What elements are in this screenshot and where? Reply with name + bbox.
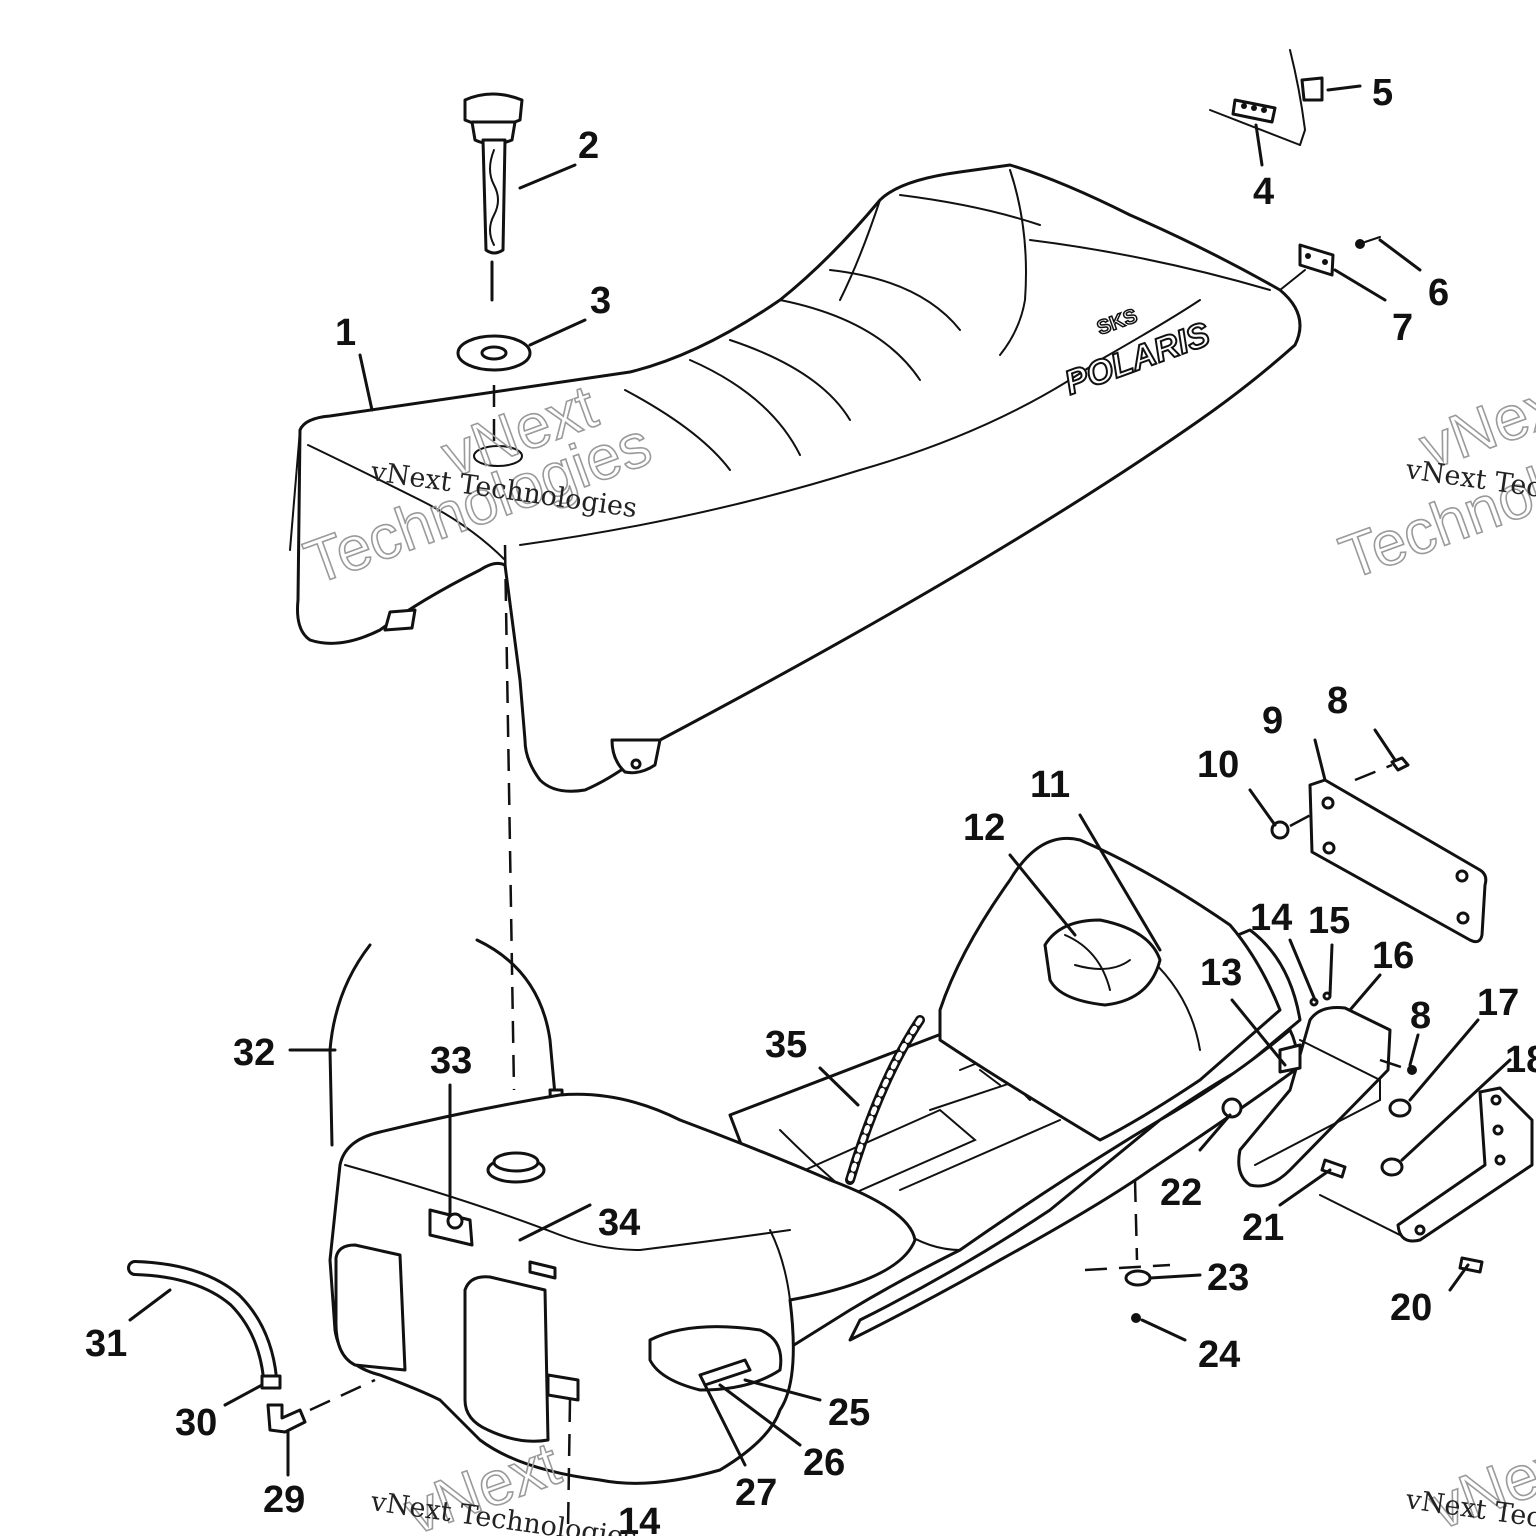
bracket-right	[1396, 1086, 1534, 1243]
fitting-29	[266, 1403, 307, 1434]
clip-5	[1300, 76, 1324, 102]
grommet-17	[1388, 1098, 1412, 1118]
callout-26: 26	[803, 1442, 845, 1484]
washer-23	[1124, 1269, 1152, 1287]
seat-top-edge	[519, 299, 1201, 546]
callout-31: 31	[85, 1323, 127, 1365]
screw-6	[1355, 239, 1365, 249]
watermarks: vNext Technologies vNext Technologies vN…	[295, 363, 1536, 1536]
callout-numbers: 1 2 3 4 5 6 7 8 9 10 11 12 13 14 15 16 8…	[85, 72, 1536, 1536]
nut-22	[1221, 1097, 1243, 1119]
callout-6: 6	[1428, 272, 1449, 314]
leader-lines	[128, 84, 1512, 1477]
seat-assembly: SKS POLARIS	[289, 163, 1302, 793]
callout-5: 5	[1372, 72, 1393, 114]
seat-stitch-4	[779, 299, 921, 381]
callout-9: 9	[1262, 700, 1283, 742]
callout-16: 16	[1372, 935, 1414, 977]
callout-4: 4	[1253, 171, 1274, 213]
bolt-21	[1320, 1158, 1347, 1179]
callout-14b: 14	[618, 1501, 660, 1536]
callout-8b: 8	[1410, 995, 1431, 1037]
callout-24: 24	[1198, 1334, 1240, 1376]
callout-18: 18	[1505, 1039, 1536, 1081]
seat-body	[296, 163, 1302, 793]
screw-24	[1131, 1313, 1141, 1323]
seat-hump-line	[839, 169, 1027, 356]
callout-20: 20	[1390, 1287, 1432, 1329]
callout-17: 17	[1477, 982, 1519, 1024]
seat-front-skirt	[289, 429, 301, 551]
callout-1: 1	[335, 312, 356, 354]
callout-34: 34	[598, 1202, 640, 1244]
seat-bracket-left	[383, 608, 417, 632]
screw-8b	[1407, 1065, 1417, 1075]
callout-11: 11	[1030, 764, 1070, 806]
seat-front-edge	[307, 444, 506, 561]
callout-14a: 14	[1250, 897, 1292, 939]
callout-2: 2	[578, 125, 599, 167]
seat-bracket-hole	[630, 758, 642, 770]
callout-32: 32	[233, 1032, 275, 1074]
callout-30: 30	[175, 1402, 217, 1444]
seat-stitch-6	[899, 194, 1041, 226]
fuel-cap	[463, 92, 524, 302]
seat-stitch-2	[689, 359, 801, 456]
seat-stitch-1	[624, 389, 731, 471]
callout-25: 25	[828, 1392, 870, 1434]
grommet-18	[1380, 1157, 1404, 1177]
callout-13: 13	[1200, 952, 1242, 994]
callout-3: 3	[590, 280, 611, 322]
centerline-tank	[503, 544, 516, 1091]
seat-stitch-5	[829, 269, 961, 331]
callout-23: 23	[1207, 1257, 1249, 1299]
callout-35: 35	[765, 1024, 807, 1066]
callout-15: 15	[1308, 900, 1350, 942]
plate-9	[1308, 778, 1488, 944]
callout-10: 10	[1197, 744, 1239, 786]
seat-filler-opening	[473, 445, 523, 467]
callout-8a: 8	[1327, 680, 1348, 722]
callout-21: 21	[1242, 1207, 1284, 1249]
callout-29: 29	[263, 1479, 305, 1521]
seat-bracket-right	[610, 738, 662, 775]
seat-stitch-3	[729, 339, 851, 421]
callout-12: 12	[963, 807, 1005, 849]
fuel-filler-neck-12	[1043, 918, 1162, 1007]
seat-side-line	[1029, 239, 1271, 291]
hose-clamp-30	[260, 1374, 282, 1390]
callout-7: 7	[1392, 307, 1413, 349]
fuel-line-top	[475, 938, 557, 1097]
callout-22: 22	[1160, 1172, 1202, 1214]
callout-33: 33	[430, 1040, 472, 1082]
filler-washer	[456, 334, 532, 372]
top-right-hardware	[1209, 49, 1381, 291]
bracket-16	[1237, 1006, 1392, 1188]
bracket-13	[1278, 1043, 1302, 1074]
callout-27: 27	[735, 1472, 777, 1514]
fuel-line-32	[328, 943, 372, 1147]
plate-7	[1298, 243, 1335, 277]
